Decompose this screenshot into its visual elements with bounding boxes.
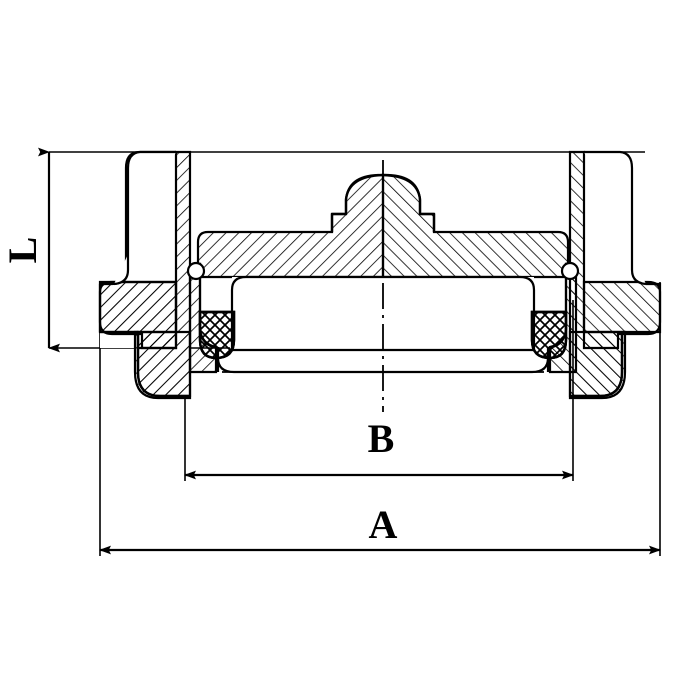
dimension-L: L [0, 147, 60, 353]
left-lip-seal [198, 310, 236, 360]
dimension-label-B: B [368, 416, 395, 461]
dimension-B: B [184, 416, 574, 480]
left-ball-element [186, 261, 206, 281]
right-lip-seal [530, 310, 568, 360]
right-hook-foot [568, 330, 624, 398]
dimension-label-L: L [0, 237, 45, 264]
dimension-label-A: A [369, 502, 398, 547]
inner-bore-cavity [216, 275, 550, 374]
right-ball-element [560, 261, 580, 281]
left-hook-foot [136, 330, 192, 398]
right-outer-rim [584, 150, 662, 334]
dimension-A: A [99, 502, 661, 555]
left-outer-rim [98, 150, 176, 334]
